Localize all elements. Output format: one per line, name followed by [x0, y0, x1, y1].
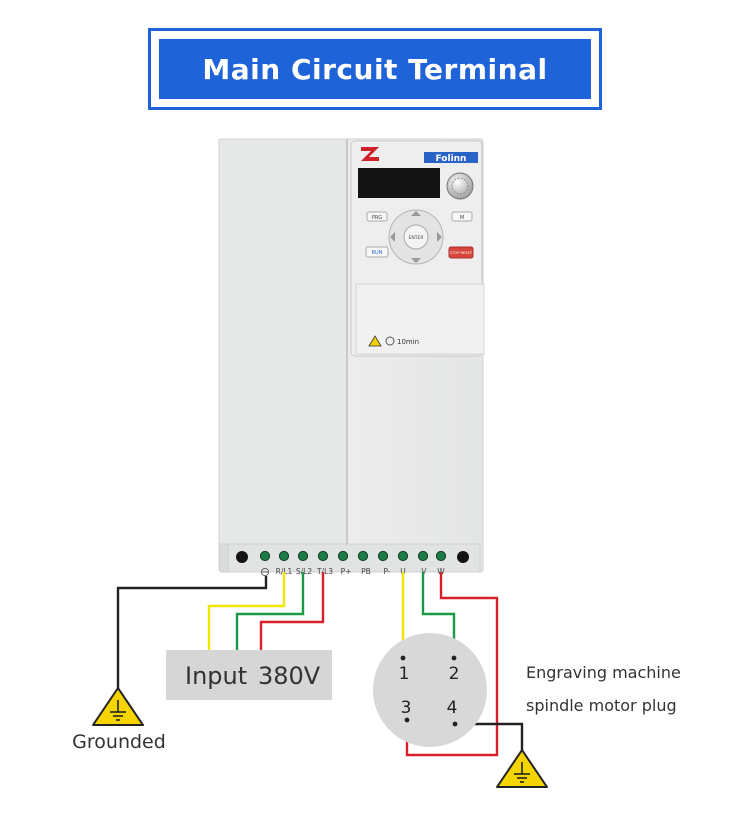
- prg-key[interactable]: [366, 211, 388, 222]
- prg-key-label: PRG: [372, 215, 382, 221]
- ground-warning-icon-plug: [496, 749, 548, 788]
- terminal-screw: [278, 550, 290, 562]
- terminal-label: R/L1: [276, 567, 293, 576]
- wire-r-l1: [207, 572, 286, 662]
- terminal-label: P-: [383, 567, 390, 576]
- terminal-screw: [435, 550, 447, 562]
- ground-warning-icon-left: [92, 687, 144, 726]
- inverter: Folinn PRG M ENTER RUN STOP RESET 10min: [218, 138, 485, 573]
- wire-s-l2: [235, 572, 305, 662]
- page-title: Main Circuit Terminal: [202, 52, 548, 86]
- plug-pin-3: 3: [401, 698, 412, 718]
- terminal-label: W: [437, 567, 445, 576]
- arrow-down-icon[interactable]: [411, 258, 421, 263]
- terminal-screw: [317, 550, 329, 562]
- plug-pin-2-dot: [451, 655, 457, 661]
- grounded-label: Grounded: [72, 731, 166, 753]
- brand-name: Folinn: [436, 154, 467, 164]
- plug-caption-line2: spindle motor plug: [526, 696, 677, 715]
- dial-knob[interactable]: [446, 172, 474, 200]
- terminal-label: V: [421, 567, 427, 576]
- plug-pin-3-dot: [404, 717, 410, 723]
- wire-ground-left: [116, 576, 268, 688]
- wire-ground-plug: [455, 722, 524, 752]
- terminal-screw: [259, 550, 271, 562]
- inverter-side-panel: [218, 138, 348, 545]
- wire-w: [405, 572, 499, 757]
- motor-plug: [373, 633, 487, 747]
- terminal-label: S/L2: [296, 567, 312, 576]
- plug-pin-4-dot: [452, 721, 458, 727]
- arrow-right-icon[interactable]: [437, 232, 442, 242]
- run-key-label: RUN: [372, 250, 383, 256]
- brand-logo-icon: [361, 147, 379, 161]
- terminal-label: T/L3: [316, 567, 333, 576]
- terminal-label: PB: [361, 567, 371, 576]
- terminal-screw: [417, 550, 429, 562]
- terminal-screw: [377, 550, 389, 562]
- arrow-up-icon[interactable]: [411, 211, 421, 216]
- run-key[interactable]: [365, 246, 389, 258]
- terminal-screw: [397, 550, 409, 562]
- terminal-screw: [357, 550, 369, 562]
- terminal-screw: [297, 550, 309, 562]
- dial-knob-cap: [451, 177, 469, 195]
- wire-t-l3: [259, 572, 325, 662]
- plug-pin-2: 2: [449, 664, 460, 684]
- arrow-left-icon[interactable]: [390, 232, 395, 242]
- led-display: [358, 168, 440, 198]
- plug-caption-line1: Engraving machine: [526, 663, 681, 682]
- input-power-box: [166, 650, 332, 700]
- plug-pin-1: 1: [399, 664, 410, 684]
- m-key-label: M: [460, 215, 464, 221]
- plug-pin-4: 4: [447, 698, 458, 718]
- title-banner-fill: Main Circuit Terminal: [159, 39, 591, 99]
- m-key[interactable]: [451, 211, 473, 222]
- terminal-label: P+: [341, 567, 352, 576]
- terminal-end-hole-right: [457, 551, 469, 563]
- enter-key-label: ENTER: [409, 235, 424, 241]
- timer-icon: [385, 336, 395, 346]
- warning-time: 10min: [397, 338, 419, 346]
- stop-key[interactable]: [448, 246, 474, 259]
- brand-badge: [424, 152, 478, 163]
- ground-terminal-icon: [260, 567, 270, 577]
- terminal-label: U: [400, 567, 406, 576]
- input-voltage: 380V: [258, 662, 321, 690]
- wire-v: [421, 572, 456, 660]
- warning-icon: [368, 335, 382, 347]
- title-banner: Main Circuit Terminal: [148, 28, 602, 110]
- plug-pin-1-dot: [400, 655, 406, 661]
- stop-key-label: STOP RESET: [450, 251, 473, 255]
- terminal-end-hole-left: [236, 551, 248, 563]
- enter-key[interactable]: [403, 224, 429, 250]
- input-label: Input: [185, 662, 247, 690]
- terminal-screw: [337, 550, 349, 562]
